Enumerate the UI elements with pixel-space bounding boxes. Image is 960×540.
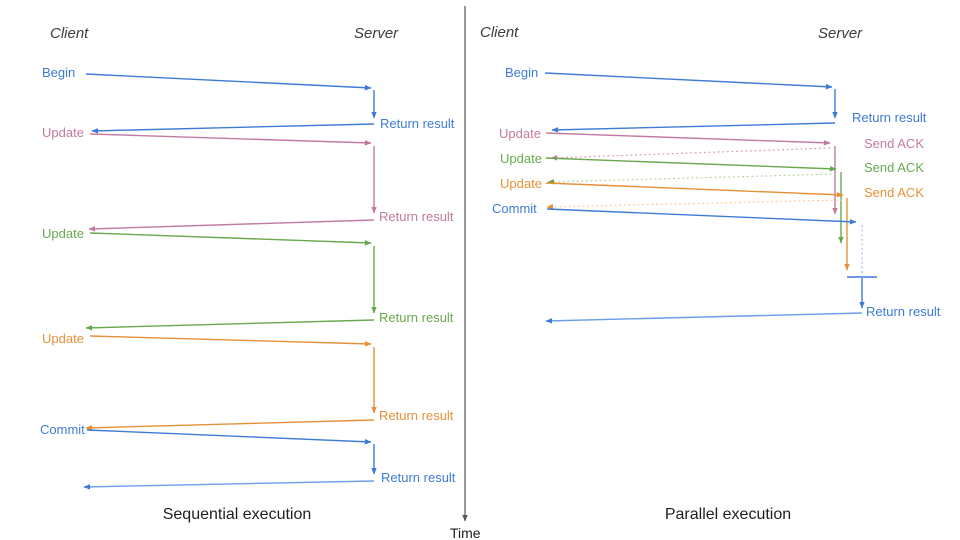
- sequential-return-result-label-4: Return result: [379, 408, 454, 423]
- parallel-update2-request-arrow: [545, 157, 837, 172]
- sequential-return-result-label-1: Return result: [380, 116, 455, 131]
- parallel-update1-ack-arrow: [550, 147, 831, 161]
- sequential-update3-return-arrow: [85, 419, 375, 431]
- parallel-update-label-3: Update: [500, 176, 542, 191]
- sequential-update2-return-arrow: [85, 319, 375, 331]
- sequential-update-label-3: Update: [42, 331, 84, 346]
- sequential-return-result-label-3: Return result: [379, 310, 454, 325]
- parallel-commit-return-arrow: [545, 312, 863, 324]
- sequential-commit-request-arrow: [86, 429, 372, 445]
- sequential-begin-request-arrow: [85, 73, 372, 91]
- sequential-update2-request-arrow: [89, 232, 372, 246]
- parallel-client-header: Client: [480, 24, 519, 41]
- parallel-server-header: Server: [818, 25, 863, 42]
- parallel-update2-ack-arrow: [547, 173, 837, 185]
- parallel-return-result-label-2: Return result: [866, 304, 941, 319]
- parallel-begin-return-arrow: [551, 122, 836, 133]
- parallel-begin-request-arrow: [544, 72, 833, 90]
- sequential-update-label-1: Update: [42, 125, 84, 140]
- time-axis: Time: [450, 6, 481, 540]
- parallel-send-ack-label-1: Send ACK: [864, 136, 924, 151]
- parallel-update3-ack-arrow: [546, 199, 843, 210]
- parallel-send-ack-label-3: Send ACK: [864, 185, 924, 200]
- parallel-commit-label: Commit: [492, 201, 537, 216]
- parallel-update-label-2: Update: [500, 151, 542, 166]
- parallel-commit-request-arrow: [546, 208, 857, 225]
- sequential-update1-return-arrow: [88, 219, 375, 232]
- sequential-begin-label: Begin: [42, 65, 75, 80]
- parallel-send-ack-label-2: Send ACK: [864, 160, 924, 175]
- sequential-title: Sequential execution: [163, 506, 312, 523]
- time-axis-label: Time: [450, 525, 481, 540]
- sequential-commit-label: Commit: [40, 422, 85, 437]
- parallel-title: Parallel execution: [665, 506, 791, 523]
- sequential-update3-request-arrow: [89, 335, 372, 347]
- parallel-update-label-1: Update: [499, 126, 541, 141]
- sequential-update-label-2: Update: [42, 226, 84, 241]
- sequential-client-header: Client: [50, 25, 89, 42]
- parallel-update3-request-arrow: [545, 182, 844, 198]
- sequential-update1-request-arrow: [89, 133, 372, 146]
- parallel-return-result-label-1: Return result: [852, 110, 927, 125]
- sequential-server-header: Server: [354, 25, 399, 42]
- sequential-return-result-label-5: Return result: [381, 470, 456, 485]
- sequential-begin-return-arrow: [91, 123, 375, 134]
- sequential-commit-return-arrow: [83, 480, 375, 490]
- sequential-return-result-label-2: Return result: [379, 209, 454, 224]
- parallel-begin-label: Begin: [505, 65, 538, 80]
- parallel-update1-request-arrow: [545, 132, 831, 146]
